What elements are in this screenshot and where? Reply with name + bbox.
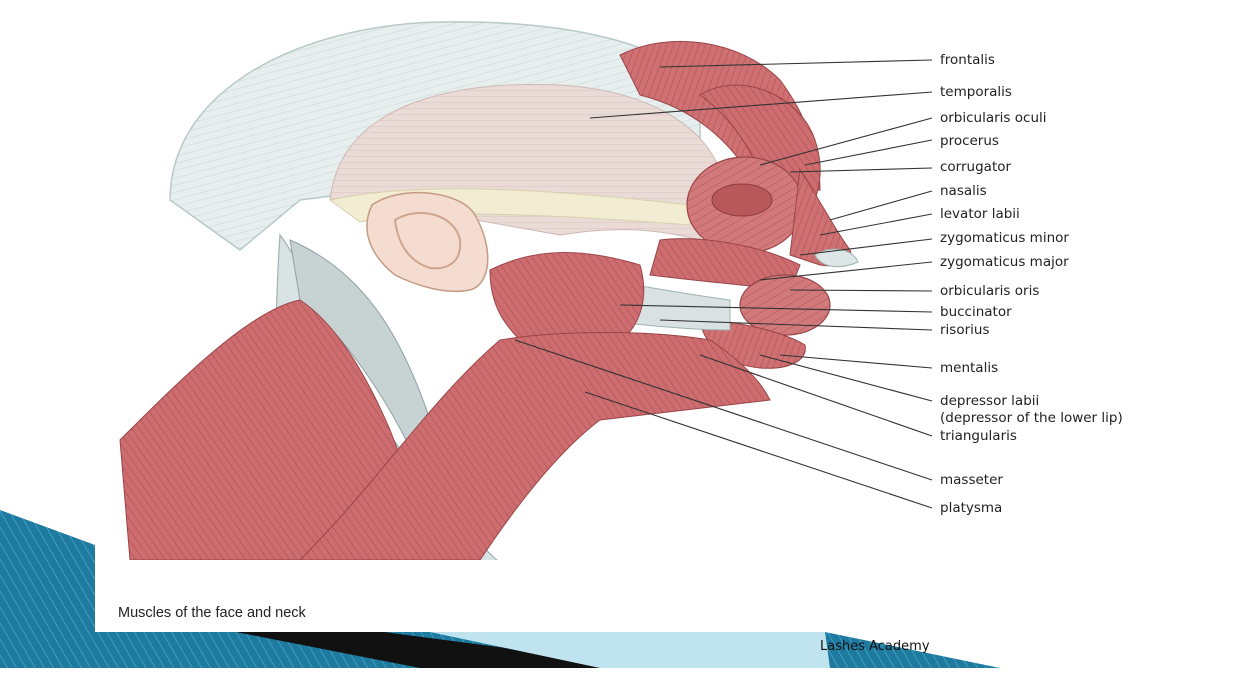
footer-text: Lashes Academy	[820, 639, 930, 654]
label-buccinator: buccinator	[940, 304, 1012, 320]
label-mentalis: mentalis	[940, 360, 998, 376]
label-orbicularis-oris: orbicularis oris	[940, 283, 1039, 299]
pointer-line	[830, 191, 932, 220]
pointer-line	[760, 355, 932, 401]
label-depressor-labii-note: (depressor of the lower lip)	[940, 410, 1123, 426]
label-masseter: masseter	[940, 472, 1003, 488]
label-levator-labii: levator labii	[940, 206, 1020, 222]
pointer-line	[585, 392, 932, 508]
pointer-line	[820, 214, 932, 235]
eye	[712, 184, 772, 216]
label-corrugator: corrugator	[940, 159, 1011, 175]
caption-panel	[95, 560, 835, 632]
label-procerus: procerus	[940, 133, 999, 149]
label-orbicularis-oculi: orbicularis oculi	[940, 110, 1047, 126]
label-risorius: risorius	[940, 322, 990, 338]
label-triangularis: triangularis	[940, 428, 1017, 444]
ear	[367, 193, 488, 292]
label-zygomaticus-minor: zygomaticus minor	[940, 230, 1069, 246]
label-frontalis: frontalis	[940, 52, 995, 68]
figure-caption: Muscles of the face and neck	[118, 605, 306, 621]
label-temporalis: temporalis	[940, 84, 1012, 100]
label-nasalis: nasalis	[940, 183, 987, 199]
pointer-line	[805, 140, 932, 165]
label-zygomaticus-major: zygomaticus major	[940, 254, 1069, 270]
label-platysma: platysma	[940, 500, 1002, 516]
label-depressor-labii: depressor labii	[940, 393, 1039, 409]
